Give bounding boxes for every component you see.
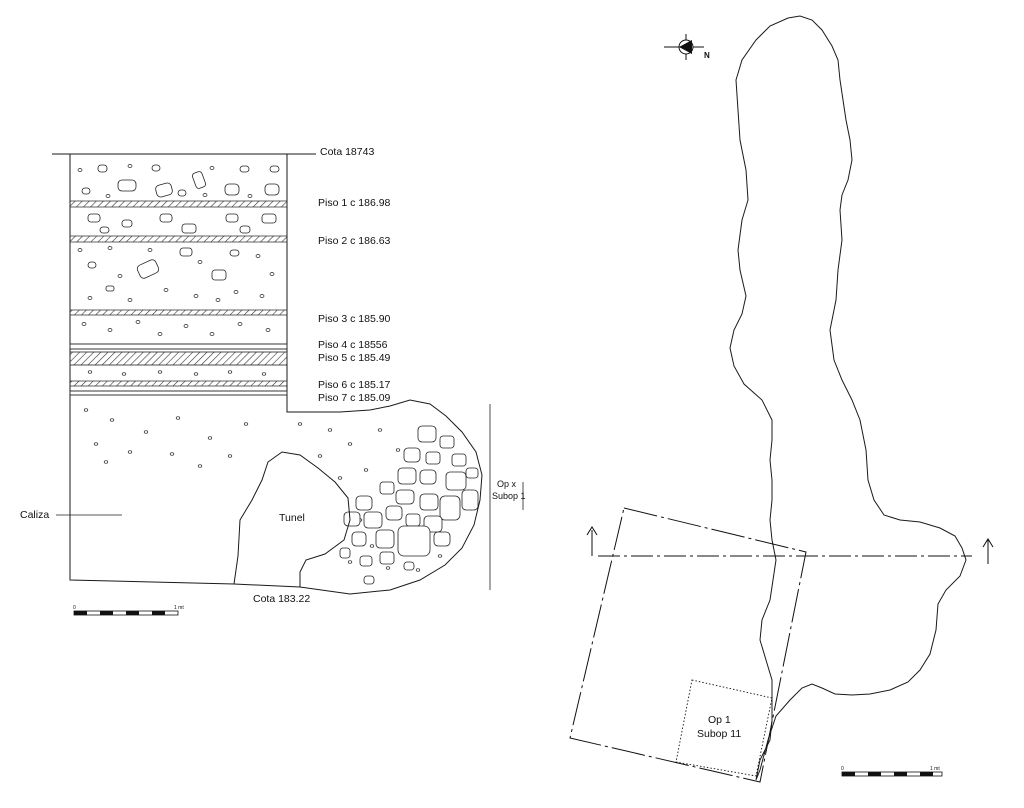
- op-1-label: Op 1: [708, 714, 731, 726]
- piso-6-label: Piso 6 c 185.17: [318, 379, 391, 391]
- op-x-label: Op x: [497, 479, 517, 489]
- floor-band-2: [69, 235, 288, 243]
- stratigraphic-section: Cota 18743 Piso 1 c 186.98 Piso 2 c 186.…: [20, 146, 526, 616]
- north-label: N: [704, 51, 710, 60]
- section-scale-bar: 0 1 mt: [73, 605, 184, 616]
- floor-band-6: [69, 380, 288, 387]
- piso-5-label: Piso 5 c 185.49: [318, 352, 391, 364]
- plan-scale-bar: 0 1 mt: [841, 766, 943, 777]
- north-arrow-icon: N: [664, 34, 710, 60]
- site-plan: N Op 1 Subop 11 0 1 mt: [569, 15, 994, 783]
- caliza-label: Caliza: [20, 509, 49, 521]
- cut-arrow-right-icon: [982, 538, 994, 564]
- tunnel-outline: [233, 451, 351, 587]
- subop-11-label: Subop 11: [697, 728, 741, 740]
- floor-band-7: [69, 390, 288, 396]
- piso-3-label: Piso 3 c 185.90: [318, 313, 391, 325]
- fill-stones: [81, 164, 280, 292]
- subop-11-outline: [675, 679, 773, 777]
- elevation-bottom-label: Cota 183.22: [253, 593, 310, 605]
- tunel-label: Tunel: [279, 512, 305, 524]
- cut-arrow-left-icon: [586, 526, 598, 556]
- elevation-top-label: Cota 18743: [320, 146, 374, 158]
- plan-scale-end: 1 mt: [930, 766, 940, 772]
- section-scale-end: 1 mt: [174, 605, 184, 611]
- piso-2-label: Piso 2 c 186.63: [318, 235, 391, 247]
- piso-4-label: Piso 4 c 18556: [318, 339, 388, 351]
- piso-1-label: Piso 1 c 186.98: [318, 197, 391, 209]
- floor-band-5: [69, 351, 288, 366]
- floor-band-3: [69, 309, 288, 316]
- rubble-stones: [339, 425, 479, 585]
- subop-1-label: Subop 1: [492, 491, 526, 501]
- section-scale-start: 0: [73, 605, 76, 611]
- floor-band-1: [69, 200, 288, 208]
- section-outline: [69, 154, 483, 595]
- floor-band-4: [69, 343, 288, 350]
- excavation-unit-outline: [569, 507, 807, 783]
- piso-7-label: Piso 7 c 185.09: [318, 392, 391, 404]
- plan-scale-start: 0: [841, 766, 844, 772]
- cave-outline: [729, 15, 967, 781]
- pebble-dots: [77, 164, 443, 572]
